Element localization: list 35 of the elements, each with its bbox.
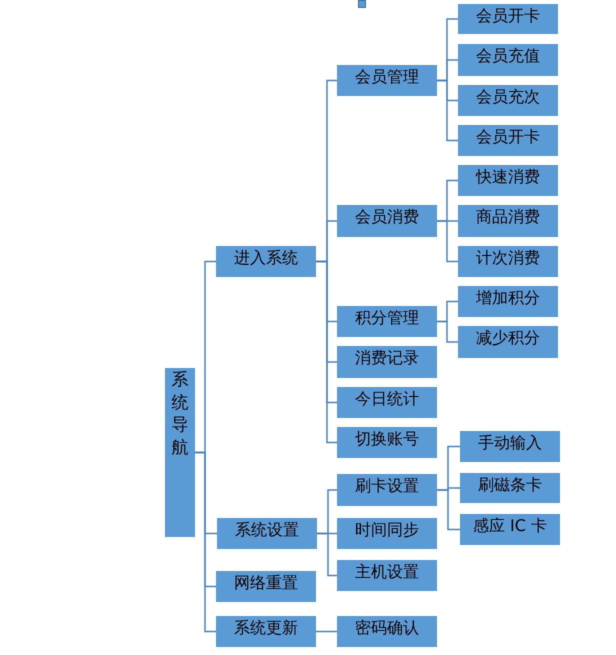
- connector-line: [316, 260, 337, 444]
- menu-box: 系统导航: [165, 368, 195, 537]
- menu-box: 增加积分: [458, 286, 558, 317]
- menu-box: 主机设置: [337, 560, 437, 591]
- menu-box: 手动输入: [460, 431, 560, 462]
- menu-box: 会员充值: [458, 44, 558, 76]
- menu-box: 切换账号: [337, 427, 437, 458]
- menu-box: 刷卡设置: [337, 474, 437, 506]
- connector-line: [437, 220, 458, 262]
- connector-line: [437, 80, 458, 142]
- connector-line: [316, 630, 337, 632]
- connector-line: [195, 452, 216, 632]
- menu-box: 系统更新: [216, 616, 316, 647]
- menu-box: 感应 IC 卡: [460, 514, 560, 545]
- menu-box: 会员开卡: [458, 125, 558, 156]
- menu-box: 网络重置: [216, 571, 316, 602]
- menu-box: 会员管理: [337, 65, 437, 96]
- menu-box: 密码确认: [337, 616, 437, 647]
- menu-box: 快速消费: [458, 165, 558, 196]
- menu-box: 商品消费: [458, 205, 558, 237]
- connector-line: [437, 489, 460, 530]
- menu-box: 计次消费: [458, 246, 558, 277]
- menu-box: 系统设置: [217, 518, 317, 549]
- menu-box: 进入系统: [216, 246, 316, 277]
- menu-box: 今日统计: [337, 387, 437, 418]
- menu-box: 会员开卡: [458, 4, 558, 34]
- menu-box: 减少积分: [458, 326, 558, 358]
- menu-box: 时间同步: [337, 518, 437, 549]
- menu-box: 消费记录: [337, 346, 437, 378]
- menu-box: 会员充次: [458, 85, 558, 116]
- menu-box: 积分管理: [337, 306, 437, 337]
- menu-box: 会员消费: [337, 205, 437, 237]
- menu-box: 刷磁条卡: [460, 473, 560, 503]
- connector-line: [317, 532, 337, 576]
- connector-line: [437, 320, 458, 343]
